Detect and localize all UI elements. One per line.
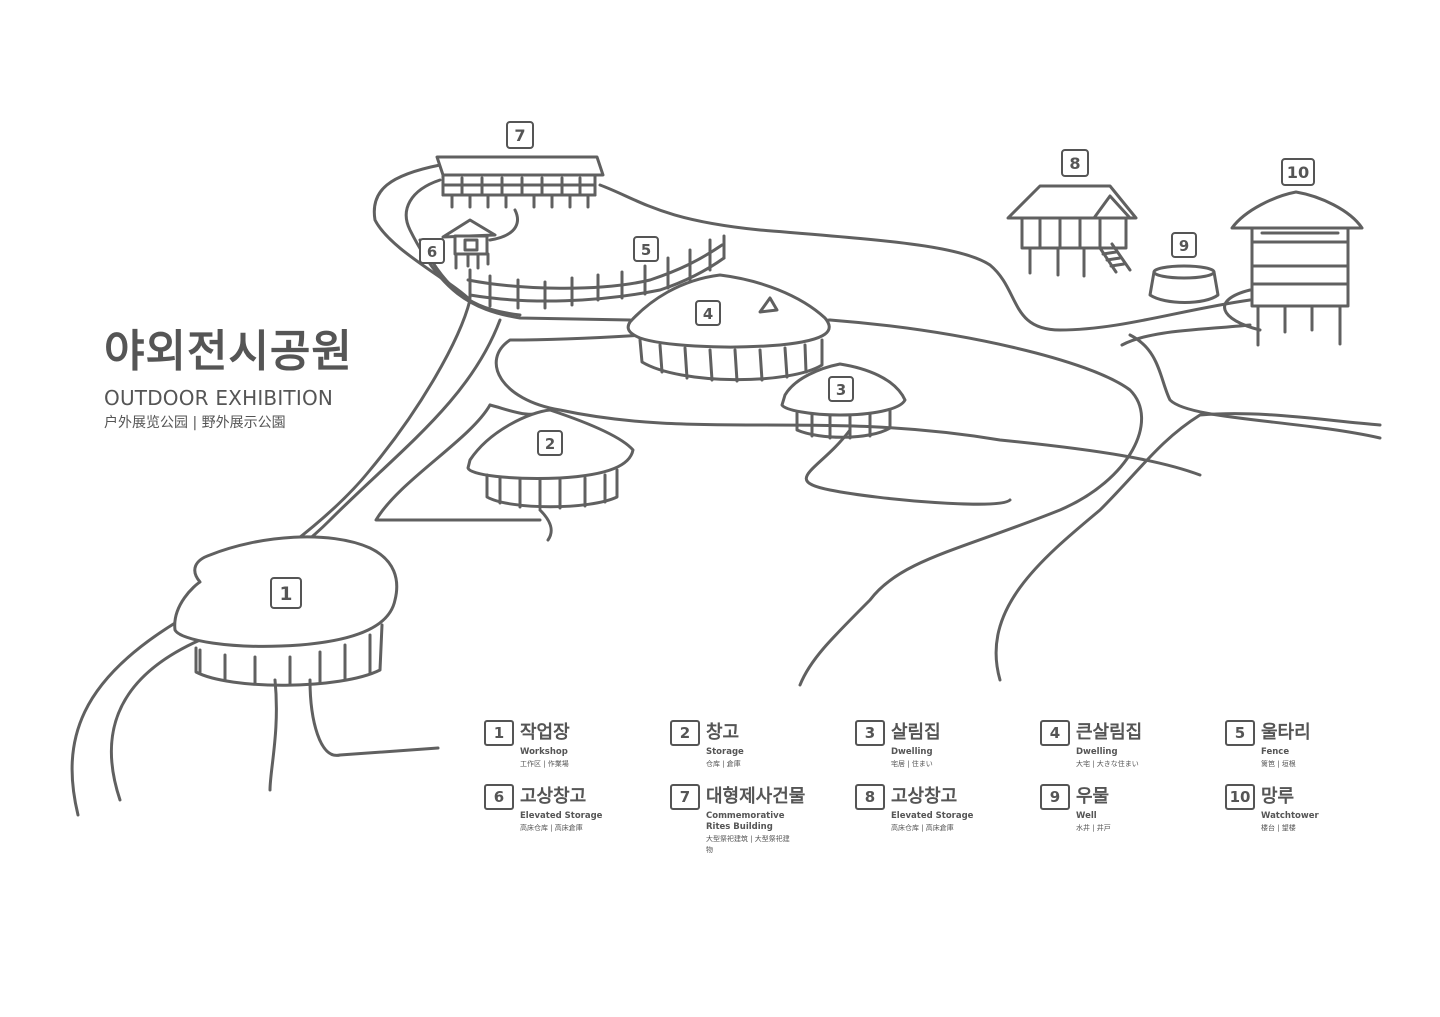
path-bottom-left-b — [308, 678, 440, 757]
path-bottom-left-a — [268, 678, 278, 792]
legend-number: 2 — [670, 720, 700, 746]
legend-korean: 고상창고 — [891, 786, 958, 807]
map-marker-1: 1 — [270, 577, 302, 609]
legend-cn: 楼台 | 望楼 — [1261, 824, 1296, 832]
legend-cn: 工作区 | 作業場 — [520, 760, 569, 768]
map-marker-label: 7 — [514, 126, 525, 145]
legend-korean: 대형제사건물 — [706, 786, 806, 807]
map-marker-5: 5 — [633, 236, 659, 262]
building-rites — [435, 155, 605, 209]
building-dwelling-large — [626, 273, 831, 383]
building-workshop — [173, 535, 399, 687]
legend-cn: 篱笆 | 垣根 — [1261, 760, 1296, 768]
map-marker-label: 4 — [703, 305, 713, 323]
legend-number: 10 — [1225, 784, 1255, 810]
map-marker-8: 8 — [1061, 149, 1089, 177]
legend-number: 6 — [484, 784, 514, 810]
title-english: OUTDOOR EXHIBITION — [104, 386, 334, 410]
map-marker-label: 2 — [545, 435, 555, 453]
path-inner-triangle — [374, 403, 542, 522]
legend-number: 5 — [1225, 720, 1255, 746]
map-marker-2: 2 — [537, 430, 563, 456]
legend-korean: 울타리 — [1261, 722, 1311, 743]
legend-korean: 우물 — [1076, 786, 1110, 807]
building-elevated-storage-small — [441, 208, 519, 270]
map-marker-9: 9 — [1171, 232, 1197, 258]
watchtower — [1230, 190, 1364, 347]
path-inner-left — [109, 638, 202, 802]
legend-cn: 大宅 | 大きな住まい — [1076, 760, 1139, 768]
map-marker-6: 6 — [419, 238, 445, 264]
path-right-top — [1120, 323, 1252, 347]
path-h2-down — [538, 508, 553, 542]
legend-number: 1 — [484, 720, 514, 746]
map-marker-label: 3 — [836, 381, 846, 399]
path-top-road — [598, 183, 1252, 332]
legend-cn: 高床仓库 | 高床倉庫 — [520, 824, 583, 832]
map-marker-label: 1 — [280, 584, 293, 605]
title-korean: 야외전시공원 — [104, 326, 353, 377]
map-marker-4: 4 — [695, 300, 721, 326]
path-right-road — [1128, 333, 1382, 440]
legend-cn: 仓库 | 倉庫 — [706, 760, 741, 768]
map-marker-label: 6 — [427, 243, 437, 261]
legend-number: 7 — [670, 784, 700, 810]
map-marker-label: 5 — [641, 241, 651, 259]
legend-number: 4 — [1040, 720, 1070, 746]
legend-cn: 宅居 | 住まい — [891, 760, 933, 768]
legend-cn: 水井 | 井戸 — [1076, 824, 1111, 832]
map-marker-label: 9 — [1179, 237, 1189, 255]
path-field — [494, 318, 1202, 477]
path-house3-loop — [804, 428, 1012, 506]
map-marker-3: 3 — [828, 376, 854, 402]
path-big-field — [798, 318, 1143, 687]
legend-korean: 창고 — [706, 722, 740, 743]
map-marker-10: 10 — [1281, 158, 1315, 186]
legend-number: 3 — [855, 720, 885, 746]
legend-korean: 고상창고 — [520, 786, 587, 807]
legend-number: 9 — [1040, 784, 1070, 810]
map-marker-7: 7 — [506, 121, 534, 149]
title-block: 야외전시공원 OUTDOOR EXHIBITION 户外展览公园 | 野外展示公… — [104, 326, 353, 432]
legend-number: 8 — [855, 784, 885, 810]
legend-korean: 큰살림집 — [1076, 722, 1143, 743]
legend-cn: 高床仓库 | 高床倉庫 — [891, 824, 954, 832]
well — [1148, 264, 1220, 304]
path-outer-left — [70, 163, 472, 817]
title-chinese-japanese: 户外展览公园 | 野外展示公園 — [104, 415, 286, 431]
legend-korean: 망루 — [1261, 786, 1295, 807]
building-storage — [466, 408, 635, 510]
legend-korean: 살림집 — [891, 722, 941, 743]
legend-cn: 大型祭祀建筑 | 大型祭祀建物 — [706, 835, 790, 854]
map-marker-label: 8 — [1069, 154, 1080, 173]
path-far-right — [994, 412, 1382, 682]
legend-korean: 작업장 — [520, 722, 570, 743]
building-elevated-storage — [1006, 184, 1138, 278]
fence — [466, 234, 726, 310]
map-marker-label: 10 — [1287, 163, 1309, 182]
